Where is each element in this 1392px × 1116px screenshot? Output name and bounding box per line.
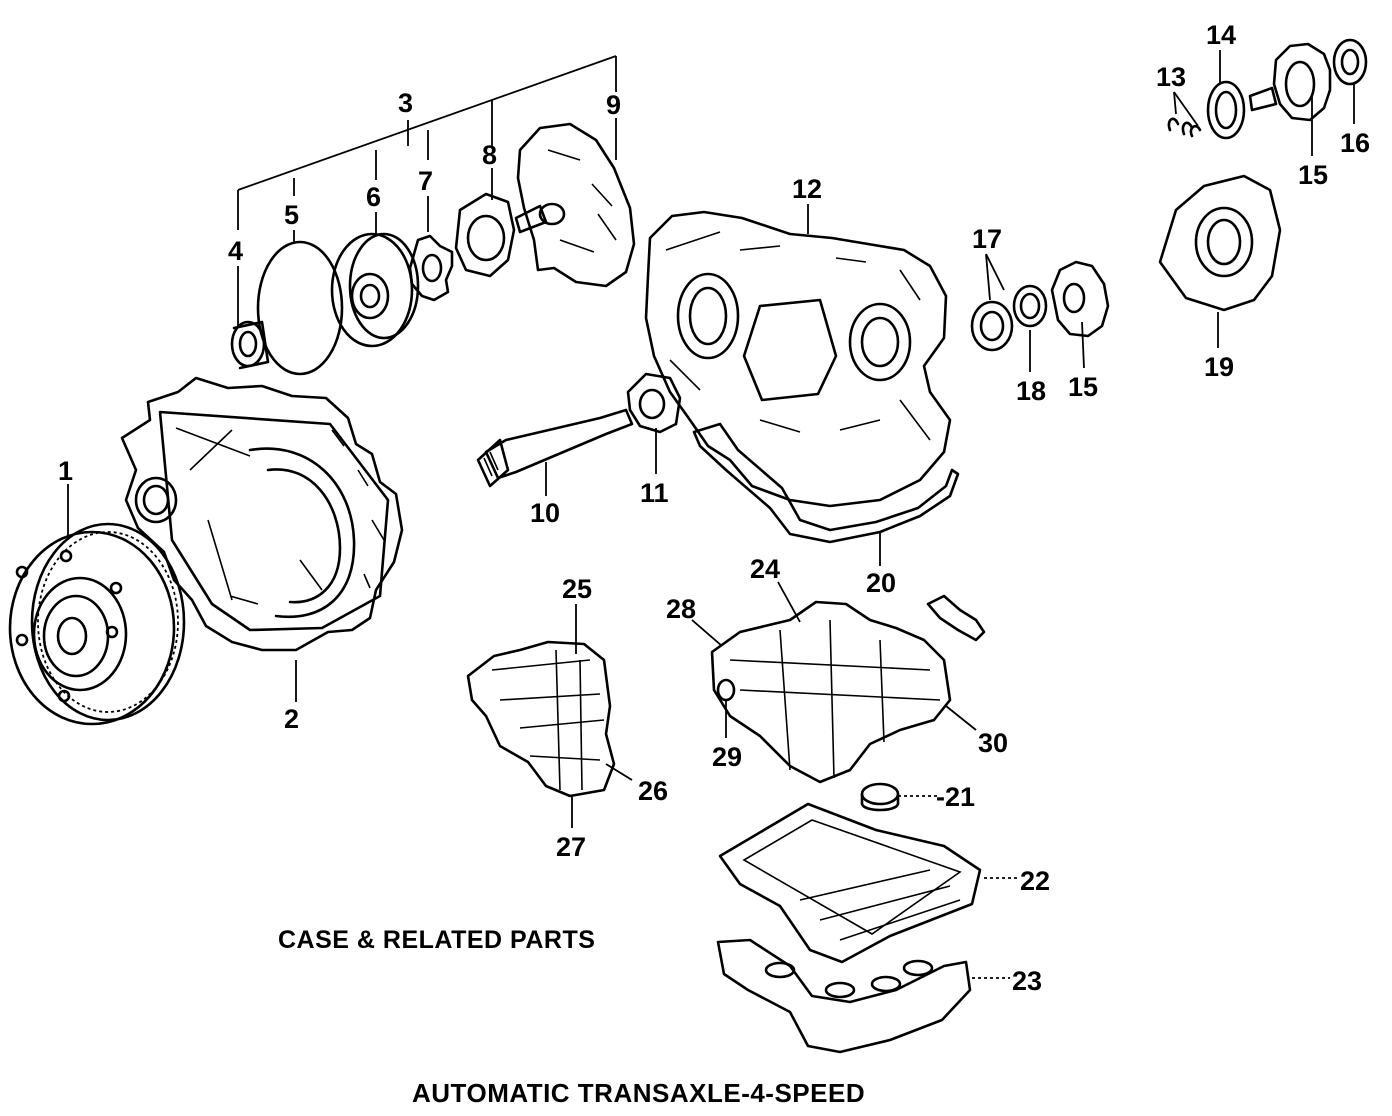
pan-gasket <box>716 938 972 1054</box>
callout-12: 12 <box>792 174 822 204</box>
pump-drive-gear <box>408 234 454 302</box>
callout-4: 4 <box>228 236 243 266</box>
leader-lines <box>67 50 1355 979</box>
converter-housing <box>120 376 404 652</box>
pump-driven-gear <box>454 192 516 278</box>
pump-cover <box>514 122 636 288</box>
callout-28: 28 <box>666 594 696 624</box>
callout-14: 14 <box>1206 20 1236 50</box>
callout-17: 17 <box>972 224 1002 254</box>
callout-21: -21 <box>936 782 975 812</box>
callout-1: 1 <box>58 456 73 486</box>
pinion-shaft <box>476 408 634 488</box>
callout-8: 8 <box>482 140 497 170</box>
bearing <box>1012 284 1048 328</box>
callout-19: 19 <box>1204 352 1234 382</box>
valve-body-left <box>466 640 616 798</box>
transaxle-case <box>644 210 952 508</box>
callout-13: 13 <box>1156 62 1186 92</box>
callout-30: 30 <box>978 728 1008 758</box>
callout-15-lower: 15 <box>1068 372 1098 402</box>
callout-27: 27 <box>556 832 586 862</box>
callout-10: 10 <box>530 498 560 528</box>
upper-seal <box>1332 38 1368 86</box>
callout-22: 22 <box>1020 866 1050 896</box>
side-cover <box>1158 174 1282 312</box>
callout-26: 26 <box>638 776 668 806</box>
pump-o-ring <box>256 240 344 376</box>
callout-23: 23 <box>1012 966 1042 996</box>
callout-18: 18 <box>1016 376 1046 406</box>
diagram-title: AUTOMATIC TRANSAXLE-4-SPEED <box>412 1078 866 1108</box>
thrust-washer <box>1206 80 1246 140</box>
lower-gear <box>1050 260 1110 338</box>
pump-body <box>330 232 420 348</box>
callout-3: 3 <box>398 88 413 118</box>
bearing-cup <box>970 300 1014 352</box>
callout-15-upper: 15 <box>1298 160 1328 190</box>
filter-plug <box>860 782 900 812</box>
callout-5: 5 <box>284 200 299 230</box>
callout-24: 24 <box>750 554 780 584</box>
upper-gear-shaft <box>1248 42 1332 122</box>
callout-11: 11 <box>640 478 669 508</box>
valve-body-main <box>710 594 986 784</box>
callout-7: 7 <box>418 166 433 196</box>
pump-seal <box>230 320 270 370</box>
callout-6: 6 <box>366 182 381 212</box>
callout-20: 20 <box>866 568 896 598</box>
pinion-bearing <box>626 372 682 434</box>
snap-rings <box>1167 117 1202 138</box>
oil-pan <box>718 802 982 964</box>
case-gasket <box>692 422 960 544</box>
callout-9: 9 <box>606 90 621 120</box>
callout-labels: 1 2 3 4 5 6 7 8 9 10 11 12 13 14 15 16 1… <box>58 20 1370 996</box>
torque-converter <box>8 522 186 726</box>
callout-16: 16 <box>1340 128 1370 158</box>
callout-2: 2 <box>284 704 299 734</box>
callout-29: 29 <box>712 742 742 772</box>
section-caption: CASE & RELATED PARTS <box>278 926 596 954</box>
callout-25: 25 <box>562 574 592 604</box>
